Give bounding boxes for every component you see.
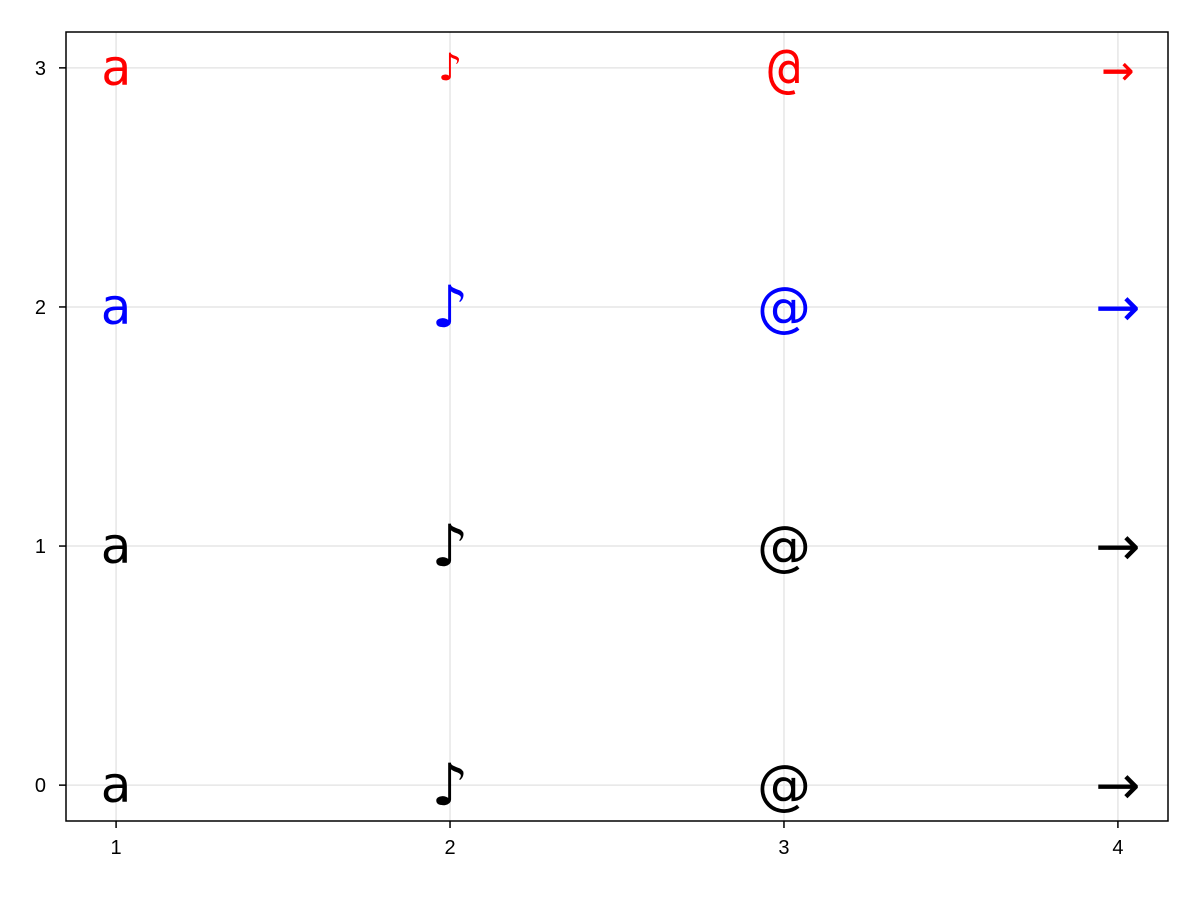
glyph-marker: → <box>1095 515 1140 578</box>
glyph-marker: a <box>101 517 132 575</box>
glyph-marker: a <box>101 278 132 336</box>
glyph-marker: → <box>1102 36 1135 99</box>
y-tick-label: 2 <box>35 297 46 319</box>
x-tick-label: 4 <box>1112 837 1123 859</box>
glyph-marker: @ <box>757 754 811 817</box>
glyph-marker: ♪ <box>432 751 469 819</box>
glyph-marker: → <box>1095 754 1140 817</box>
y-tick-label: 3 <box>35 58 46 80</box>
glyph-marker: a <box>101 756 132 814</box>
axis-ticks: 1 2 3 4 0 1 2 3 <box>35 58 1124 859</box>
grid <box>66 32 1168 821</box>
glyph-marker: ♪ <box>438 45 462 91</box>
plot-area-marks: a ♪ @ → a ♪ @ → a ♪ @ → a ♪ @ → <box>101 36 1141 819</box>
axis-frame <box>65 31 1169 822</box>
y-tick-label: 0 <box>35 775 46 797</box>
x-tick-label: 3 <box>778 837 789 859</box>
x-tick-label: 1 <box>111 837 122 859</box>
glyph-marker: @ <box>757 275 811 338</box>
x-tick-label: 2 <box>444 837 455 859</box>
glyph-marker: @ <box>757 515 811 578</box>
y-tick-label: 1 <box>35 536 46 558</box>
glyph-marker: a <box>101 39 131 97</box>
glyph-marker: ♪ <box>432 512 469 580</box>
glyph-marker: ♪ <box>432 273 469 341</box>
glyph-marker: @ <box>768 36 801 99</box>
glyph-marker: → <box>1095 275 1140 338</box>
